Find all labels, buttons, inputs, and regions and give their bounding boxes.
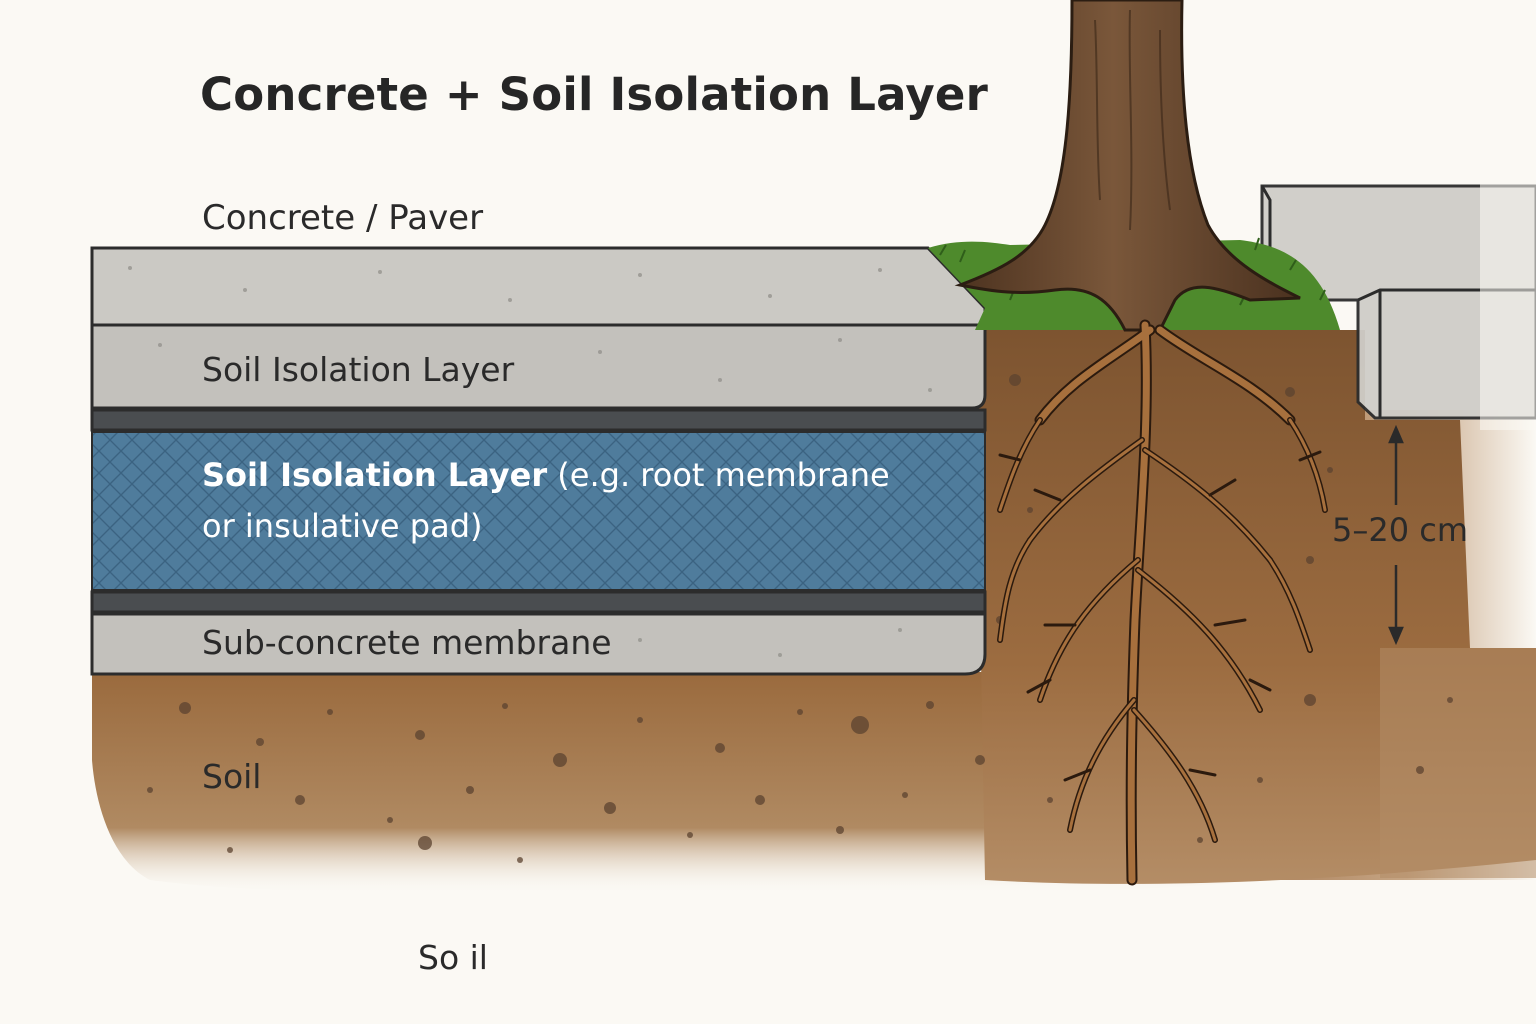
label-soil: Soil [202,757,262,796]
separator-bottom [90,590,987,614]
label-root-membrane: Soil Isolation Layer (e.g. root membrane… [202,450,890,552]
concrete-paver-slab [90,246,987,327]
page-title: Concrete + Soil Isolation Layer [200,68,988,121]
label-root-membrane-rest-1: (e.g. root membrane [557,456,890,494]
dimension-arrow [1388,424,1404,646]
label-soil-bottom: So il [418,938,488,977]
label-soil-isolation-layer: Soil Isolation Layer [202,350,515,389]
concrete-speckle [128,266,932,657]
label-root-membrane-rest-2: or insulative pad) [202,507,483,545]
soil-isolation-grey-layer [90,323,987,410]
sub-concrete-membrane-layer [90,612,987,676]
label-dimension: 5–20 cm [1332,511,1469,549]
tree-trunk [954,0,1301,332]
label-root-membrane-bold: Soil Isolation Layer [202,456,548,494]
tree-roots [997,319,1328,886]
separator-top [90,408,987,432]
label-sub-concrete-membrane: Sub-concrete membrane [202,623,612,662]
soil-pebbles [147,374,1453,863]
label-concrete-paver: Concrete / Paver [202,198,484,238]
root-membrane-layer [91,431,986,591]
